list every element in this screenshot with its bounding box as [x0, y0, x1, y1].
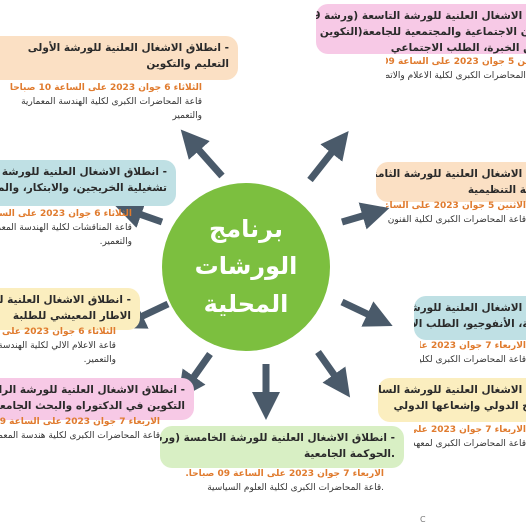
workshop-3-info: الثلاثاء 6 جوان 2023 على الساعة 10 صباحا… [0, 326, 116, 368]
workshop-4-line2: التكوين في الدكتوراه والبحث الجامعي [0, 399, 185, 412]
workshop-3-line1: - انطلاق الاشغال العلنية للورشة الثالثة [0, 294, 131, 306]
workshop-9-box: انطلاق الاشغال العلنية للورشة التاسعة (و… [316, 4, 526, 54]
workshop-1-line2: التعليم والتكوين [146, 57, 229, 70]
workshop-5-line2: .الحوكمة الجامعية [304, 447, 395, 460]
workshop-8-line1: انطلاق الاشغال العلنية للورشة الثامنة (و… [376, 168, 526, 180]
workshop-3-location: قاعة الاعلام الالي لكلية الهندسة المعمار… [0, 340, 116, 351]
hub-title-line1: برنامج الورشات [194, 215, 298, 281]
workshop-2-location: قاعة المناقشات لكلية الهندسة المعمارية [0, 222, 132, 233]
workshop-9-date: الاثنين 5 جوان 2023 على الساعة 09 صباحا. [386, 57, 526, 67]
arrow-right [341, 202, 390, 230]
hub-title-line2: المحلية [203, 289, 289, 318]
workshop-1-info: الثلاثاء 6 جوان 2023 على الساعة 10 صباحا… [0, 82, 202, 124]
workshop-6-box: انطلاق الاشغال العلنية للورشة السادسة (و… [414, 296, 526, 340]
workshop-2-line1: - انطلاق الاشغال العلنية للورشة الثانية [0, 166, 167, 178]
workshop-5-info: الاربعاء 7 جوان 2023 على الساعة 09 صباحا… [176, 468, 384, 496]
workshop-7-extra: C [420, 515, 426, 524]
workshop-7-location: قاعة المحاضرات الكبرى لمعهد تسيير التقني… [414, 438, 526, 449]
workshop-6-line1: انطلاق الاشغال العلنية للورشة السادسة (و… [414, 302, 526, 314]
arrow-left [114, 201, 164, 228]
workshop-7-date: الاربعاء 7 جوان 2023 على الساعة 09 صباحا… [414, 425, 526, 435]
workshop-1-date: الثلاثاء 6 جوان 2023 على الساعة 10 صباحا [9, 83, 202, 93]
workshop-1-box: - انطلاق الاشغال العلنية للورشة الأولى ا… [0, 36, 238, 80]
workshop-6-date: الاربعاء 7 جوان 2023 على الساعة 09 صباحا… [420, 341, 526, 351]
workshop-4-box: - انطلاق الاشغال العلنية للورشة الرابعة … [0, 378, 194, 420]
arrow-right-low [340, 298, 393, 327]
workshop-3-location-2: والتعمير. [83, 354, 116, 365]
workshop-6-line2: الرقمنة، الأنفوجيو، الطلب الاجتماعي [414, 317, 526, 330]
workshop-4-location: قاعة المحاضرات الكبرى لكلية هندسة المعما… [0, 430, 160, 441]
workshop-7-line1: انطلاق الاشغال العلنية للورشة السابعة (و… [378, 384, 526, 396]
workshop-7-info: الاربعاء 7 جوان 2023 على الساعة 09 صباحا… [414, 424, 526, 452]
center-hub: برنامج الورشات المحلية [162, 183, 330, 351]
workshop-6-location: قاعة المحاضرات الكبرى لكلية هندسة الطرائ… [420, 354, 526, 365]
workshop-3-box: - انطلاق الاشغال العلنية للورشة الثالثة … [0, 288, 140, 330]
workshop-5-date: الاربعاء 7 جوان 2023 على الساعة 09 صباحا… [185, 469, 384, 479]
arrow-up-right [307, 131, 349, 183]
workshop-7-box: انطلاق الاشغال العلنية للورشة السابعة (و… [378, 378, 526, 422]
workshop-1-location: قاعة المحاضرات الكبرى لكلية الهندسة المع… [21, 96, 202, 107]
workshop-5-line1: - انطلاق الاشغال العلنية للورشة الخامسة … [160, 432, 395, 444]
workshop-2-box: - انطلاق الاشغال العلنية للورشة الثانية … [0, 160, 176, 206]
workshop-2-location-2: والتعمير. [99, 236, 132, 247]
workshop-1-location-2: والتعمير [172, 110, 202, 121]
workshop-2-info: الثلاثاء 6 جوان 2023 على الساعة 09 صباحا… [0, 208, 132, 250]
workshop-5-location: .قاعة المحاضرات الكبرى لكلية العلوم السي… [207, 482, 384, 493]
workshop-9-line2: الشؤون الاجتماعية والمجتمعية للجامعة(الت… [316, 25, 526, 38]
workshop-8-line2: الحوكمة التنظيمية [467, 183, 526, 196]
workshop-8-location: قاعة المحاضرات الكبرى لكلية الفنون والثق… [386, 214, 526, 225]
workshop-9-line1: انطلاق الاشغال العلنية للورشة التاسعة (و… [316, 10, 526, 22]
workshop-5-box: - انطلاق الاشغال العلنية للورشة الخامسة … [160, 426, 404, 468]
workshop-8-box: انطلاق الاشغال العلنية للورشة الثامنة (و… [376, 162, 526, 202]
workshop-7-line2: الانفتاح الدولي وإشعاعها الدولي [393, 399, 526, 412]
workshop-1-line1: - انطلاق الاشغال العلنية للورشة الأولى [27, 42, 229, 54]
workshop-4-line1: - انطلاق الاشغال العلنية للورشة الرابعة [0, 384, 185, 396]
workshop-3-line2: الاطار المعيشي للطلبة [12, 309, 131, 322]
workshop-8-info: الاثنين 5 جوان 2023 على الساعة 09 صباحا.… [386, 200, 526, 228]
workshop-2-line2: تشغيلية الخريجين، والابتكار، والمقاولاتي… [0, 181, 167, 194]
workshop-9-info: الاثنين 5 جوان 2023 على الساعة 09 صباحا.… [386, 56, 526, 84]
workshop-4-date: الاربعاء 7 جوان 2023 على الساعة 09 صباحا [0, 417, 160, 427]
workshop-9-line3: التكوين الخبرة، الطلب الاجتماعي [390, 41, 526, 54]
workshop-3-date: الثلاثاء 6 جوان 2023 على الساعة 10 صباحا [0, 327, 116, 337]
arrow-down-right [315, 349, 351, 398]
workshop-6-info: الاربعاء 7 جوان 2023 على الساعة 09 صباحا… [420, 340, 526, 368]
workshop-4-info: الاربعاء 7 جوان 2023 على الساعة 09 صباحا… [0, 416, 160, 444]
workshop-2-date: الثلاثاء 6 جوان 2023 على الساعة 09 صباحا [0, 209, 132, 219]
workshop-8-date: الاثنين 5 جوان 2023 على الساعة 09 صباحا. [386, 201, 526, 211]
arrow-up-left [180, 129, 225, 179]
workshop-9-location: قاعة المحاضرات الكبرى لكلية الاعلام والا… [386, 70, 526, 81]
